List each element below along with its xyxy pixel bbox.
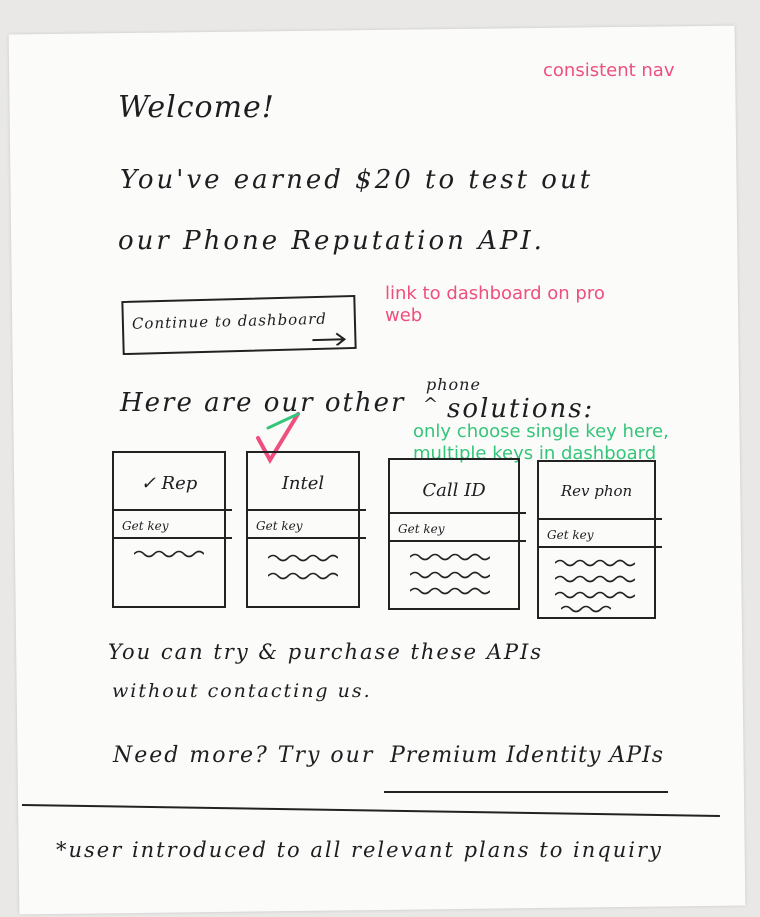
link-underline xyxy=(384,791,668,793)
need-more-text: Need more? Try our xyxy=(113,743,375,768)
squiggle-text xyxy=(410,553,490,561)
intro-line-1: You've earned $20 to test out xyxy=(120,165,594,195)
continue-button-label: Continue to dashboard xyxy=(131,309,328,333)
try-line-1: You can try & purchase these APIs xyxy=(108,640,544,664)
card-divider xyxy=(246,509,366,511)
get-key-button-rep[interactable]: Get key xyxy=(122,519,169,533)
squiggle-text xyxy=(561,605,611,613)
try-line-2: without contacting us. xyxy=(112,680,372,702)
squiggle-text xyxy=(555,591,635,599)
card-rep-name: ✓ Rep xyxy=(140,473,198,494)
note-dashboard-link: link to dashboard on pro web xyxy=(385,283,605,326)
note-consistent-nav: consistent nav xyxy=(543,60,675,81)
squiggle-text xyxy=(555,575,635,583)
card-divider xyxy=(537,518,662,520)
premium-identity-apis-link[interactable]: Premium Identity APIs xyxy=(390,743,665,768)
squiggle-text xyxy=(268,572,338,580)
card-rev-phone-name: Rev phon xyxy=(560,482,633,500)
arrow-right-icon xyxy=(312,332,347,347)
card-rep: ✓ Rep Get key xyxy=(112,451,232,608)
solutions-prefix: Here are our other xyxy=(120,388,406,418)
note-single-key: only choose single key here, multiple ke… xyxy=(413,421,669,464)
squiggle-text xyxy=(134,550,204,558)
card-intel: Intel Get key xyxy=(246,451,366,608)
welcome-heading: Welcome! xyxy=(118,90,275,125)
card-divider xyxy=(246,537,366,539)
get-key-button-intel[interactable]: Get key xyxy=(256,519,303,533)
continue-to-dashboard-button[interactable]: Continue to dashboard xyxy=(121,294,357,356)
card-divider xyxy=(388,512,526,514)
card-divider xyxy=(112,509,232,511)
footnote-text: *user introduced to all relevant plans t… xyxy=(56,838,663,862)
squiggle-text xyxy=(410,571,490,579)
caret-mark: ^ xyxy=(423,394,440,415)
card-rev-phone: Rev phon Get key xyxy=(537,460,662,619)
squiggle-text xyxy=(555,559,635,567)
solutions-suffix: solutions: xyxy=(447,394,595,424)
caret-word-phone: phone xyxy=(426,375,481,394)
card-call-id: Call ID Get key xyxy=(388,458,526,610)
get-key-button-rev-phone[interactable]: Get key xyxy=(547,528,594,542)
check-mark-icon xyxy=(256,412,300,465)
card-intel-name: Intel xyxy=(281,473,325,494)
card-divider xyxy=(388,540,526,542)
card-divider xyxy=(537,546,662,548)
card-divider xyxy=(112,537,232,539)
squiggle-text xyxy=(410,587,490,595)
squiggle-text xyxy=(268,554,338,562)
card-call-id-name: Call ID xyxy=(422,480,486,501)
intro-line-2: our Phone Reputation API. xyxy=(118,226,545,256)
get-key-button-call-id[interactable]: Get key xyxy=(398,522,445,536)
check-mark-rep-icon: ✓ xyxy=(140,473,156,494)
